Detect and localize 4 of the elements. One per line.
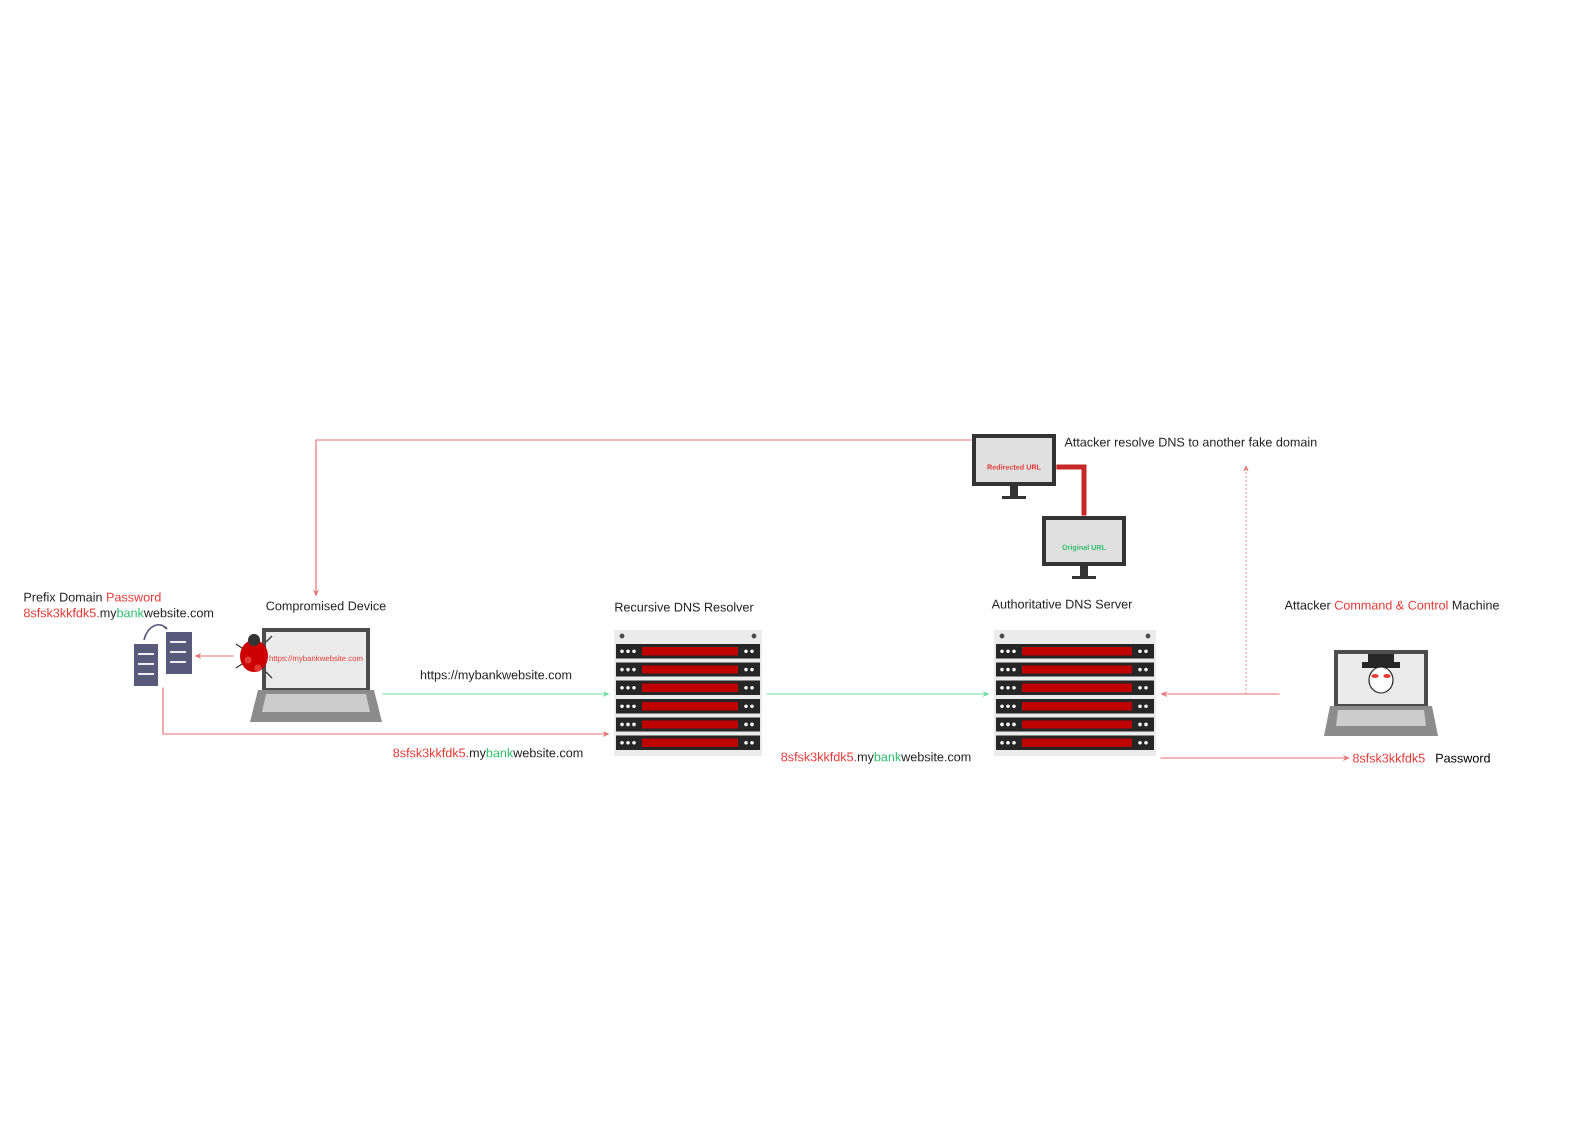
files-icon [134, 624, 192, 686]
arrow [1056, 464, 1087, 516]
arrow [1243, 465, 1249, 695]
laptop-drawing [235, 628, 382, 722]
